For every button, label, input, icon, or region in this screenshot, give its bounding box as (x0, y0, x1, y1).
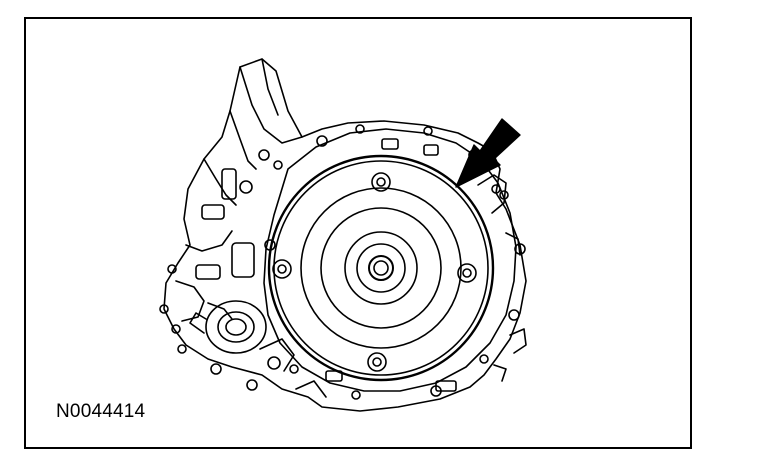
figure-frame: N0044414 (24, 17, 692, 449)
side-port-outer (205, 300, 267, 354)
transmission-illustration (159, 58, 527, 412)
converter-studs (272, 172, 477, 372)
side-port-inner (217, 311, 255, 343)
torque-converter-ring (267, 154, 495, 382)
converter-hub (368, 255, 394, 281)
callout-arrow (455, 118, 521, 188)
figure-id-label: N0044414 (56, 401, 146, 422)
right-bracket (477, 174, 507, 214)
transmission-case-outline (163, 58, 527, 412)
upper-bracket (239, 66, 303, 144)
